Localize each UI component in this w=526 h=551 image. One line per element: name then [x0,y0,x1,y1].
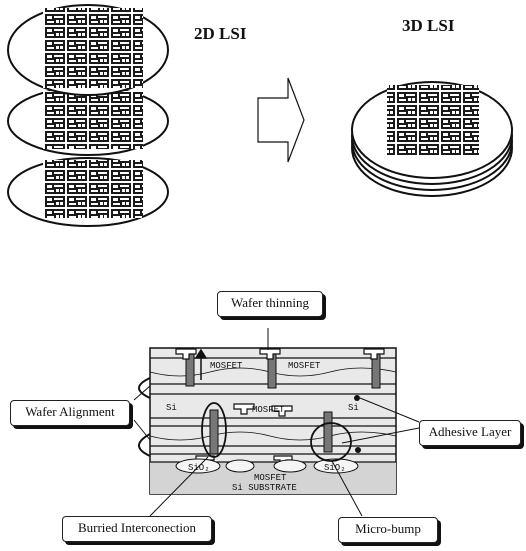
alignment-brackets [139,378,150,456]
cross-section-diagram: MOSFET MOSFET Si MOSFET Si SiO₂ SiO₂ MOS… [0,240,526,551]
wafer-2d-top [8,5,168,95]
label-si-right: Si [348,403,359,413]
label-mosfet-bottom: MOSFET [254,473,287,483]
label-si-left: Si [166,403,177,413]
callout-wafer-alignment: Wafer Alignment [10,400,130,426]
lsi-comparison-illustration [0,0,526,240]
label-mosfet-top: MOSFET [210,361,243,371]
label-sio2-left: SiO₂ [188,463,210,473]
label-substrate: Si SUBSTRATE [232,483,297,493]
callout-adhesive-layer: Adhesive Layer [419,420,521,446]
callout-wafer-thinning: Wafer thinning [217,291,323,317]
wafer-2d-bottom [8,158,168,226]
label-mosfet-top-right: MOSFET [288,361,321,371]
title-2d-lsi: 2D LSI [194,24,246,44]
arrow-right-icon [258,78,304,162]
callout-micro-bump: Micro-bump [338,517,438,543]
callout-buried-interconnection: Burried Interconection [62,516,212,542]
label-sio2-right: SiO₂ [324,463,346,473]
label-mosfet-mid: MOSFET [252,405,285,415]
wafer-3d-stack [352,82,512,196]
title-3d-lsi: 3D LSI [402,16,454,36]
wafer-2d-middle [8,87,168,155]
